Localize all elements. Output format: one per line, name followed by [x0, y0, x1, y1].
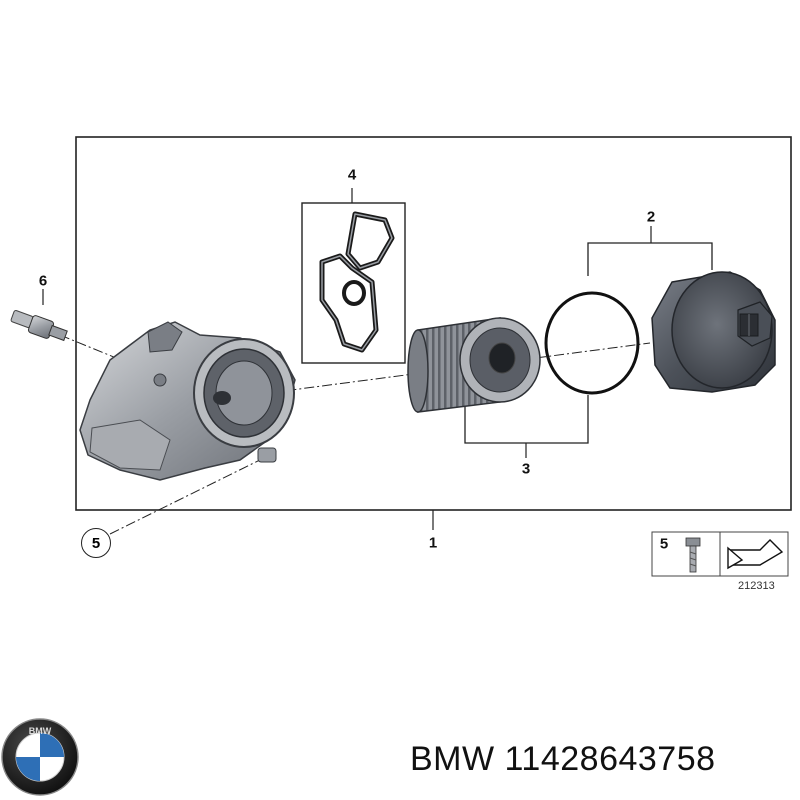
bmw-logo-lettering: BMW: [29, 726, 52, 736]
footer-part-number: 11428643758: [504, 740, 716, 778]
callout-2: 2: [646, 208, 656, 226]
bmw-logo: BMW: [1, 718, 79, 796]
callout-3: 3: [521, 460, 531, 478]
gasket-box: [301, 202, 406, 364]
bracket-2: [587, 242, 713, 276]
callout-6: 6: [38, 272, 48, 290]
callout-1: 1: [428, 534, 438, 552]
footer-title: BMW 11428643758: [410, 740, 716, 779]
oil-filter-housing: [79, 321, 296, 481]
oil-filter-element: [407, 317, 541, 413]
bolt-icon: [685, 537, 701, 573]
footer-brand: BMW: [410, 740, 495, 778]
diagram-reference-number: 212313: [738, 580, 775, 592]
replace-arrow-icon: [727, 539, 784, 570]
oil-filter-cap: [651, 271, 776, 393]
callout-5: 5: [91, 534, 101, 552]
gasket-set: [319, 211, 395, 353]
oil-pressure-sensor: [10, 310, 68, 342]
legend-callout-5: 5: [659, 535, 669, 553]
o-ring: [544, 291, 640, 395]
callout-5-circled: 5: [81, 528, 111, 558]
axis-5: [109, 454, 271, 535]
callout-4: 4: [347, 166, 357, 184]
